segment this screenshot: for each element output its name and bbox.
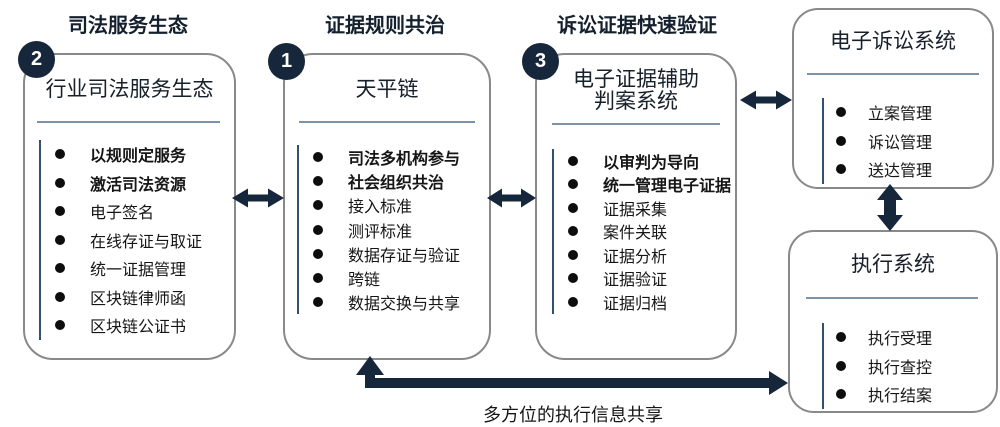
bullet-icon: [313, 273, 323, 284]
bullet-icon: [313, 297, 323, 308]
list-item: 证据验证: [554, 267, 731, 291]
divider-line: [806, 297, 978, 299]
bullet-icon: [568, 226, 578, 237]
badge-number-2: 2: [18, 41, 55, 78]
list-item: 区块链公证书: [41, 311, 202, 340]
bullet-icon: [568, 155, 578, 166]
list-item: 以规则定服务: [41, 140, 202, 169]
box-title: 电子诉讼系统: [830, 30, 956, 53]
bullet-list: 执行受理 执行查控 执行结案: [822, 323, 932, 409]
bullet-icon: [55, 177, 65, 188]
bullet-icon: [55, 320, 65, 331]
double-arrow-chain-assist: [487, 186, 536, 210]
list-item: 证据分析: [554, 243, 731, 267]
list-item: 执行结案: [824, 380, 932, 409]
list-item: 数据交换与共享: [299, 290, 460, 314]
badge-number-3: 3: [522, 43, 559, 80]
bullet-icon: [55, 234, 65, 245]
list-item: 案件关联: [554, 220, 731, 244]
bullet-icon: [568, 179, 578, 190]
list-item: 跨链: [299, 266, 460, 290]
bullet-icon: [836, 389, 846, 400]
bullet-icon: [836, 164, 846, 175]
divider-line: [552, 123, 720, 125]
bullet-icon: [313, 200, 323, 211]
bullet-icon: [313, 176, 323, 187]
bullet-icon: [836, 135, 846, 146]
list-item: 社会组织共治: [299, 169, 460, 193]
list-item: 以审判为导向: [554, 149, 731, 173]
divider-line: [299, 121, 475, 123]
box-title: 执行系统: [851, 253, 935, 276]
list-item: 统一证据管理: [41, 254, 202, 283]
bullet-list: 以规则定服务 激活司法资源 电子签名 在线存证与取证 统一证据管理 区块链律师函…: [39, 140, 202, 340]
bullet-icon: [836, 360, 846, 371]
bullet-icon: [568, 202, 578, 213]
bullet-icon: [313, 224, 323, 235]
box-execution-system: 执行系统 执行受理 执行查控 执行结案: [788, 230, 998, 413]
box-title: 天平链: [355, 78, 419, 101]
badge-number-1: 1: [268, 43, 305, 80]
bullet-list: 司法多机构参与 社会组织共治 接入标准 测评标准 数据存证与验证 跨链 数据交换…: [297, 145, 460, 315]
bullet-icon: [55, 291, 65, 302]
bullet-icon: [55, 149, 65, 160]
bullet-icon: [568, 249, 578, 260]
list-item: 区块链律师函: [41, 283, 202, 312]
double-arrow-assist-litigation: [740, 88, 792, 112]
bullet-icon: [55, 263, 65, 274]
section-header-litigation-evidence-fast-verification: 诉讼证据快速验证: [557, 15, 717, 37]
list-item: 接入标准: [299, 193, 460, 217]
box-electronic-litigation-system: 电子诉讼系统 立案管理 诉讼管理 送达管理: [792, 8, 994, 189]
list-item: 数据存证与验证: [299, 242, 460, 266]
box-title: 行业司法服务生态: [45, 78, 214, 101]
bullet-icon: [313, 248, 323, 259]
bottom-arrow-label: 多方位的执行信息共享: [483, 405, 663, 425]
list-item: 司法多机构参与: [299, 145, 460, 169]
list-item: 电子签名: [41, 197, 202, 226]
box-electronic-evidence-assist-system: 电子证据辅助 判案系统 以审判为导向 统一管理电子证据 证据采集 案件关联 证据…: [535, 53, 737, 360]
bullet-icon: [836, 332, 846, 343]
bullet-list: 立案管理 诉讼管理 送达管理: [822, 98, 932, 184]
divider-line: [37, 121, 220, 123]
list-item: 在线存证与取证: [41, 226, 202, 255]
bullet-icon: [836, 107, 846, 118]
bullet-icon: [55, 206, 65, 217]
list-item: 激活司法资源: [41, 169, 202, 198]
bullet-icon: [568, 273, 578, 284]
list-item: 诉讼管理: [824, 127, 932, 156]
list-item: 证据归档: [554, 290, 731, 314]
bullet-list: 以审判为导向 统一管理电子证据 证据采集 案件关联 证据分析 证据验证 证据归档: [552, 149, 731, 314]
double-arrow-litigation-execution: [876, 184, 904, 231]
box-title: 电子证据辅助 判案系统: [573, 68, 699, 113]
elbow-arrow-execution-info-share: [345, 350, 795, 405]
double-arrow-industry-chain: [232, 186, 284, 210]
list-item: 测评标准: [299, 218, 460, 242]
bullet-icon: [313, 152, 323, 163]
box-tianping-chain: 天平链 司法多机构参与 社会组织共治 接入标准 测评标准 数据存证与验证 跨链 …: [283, 53, 491, 360]
list-item: 证据采集: [554, 196, 731, 220]
section-header-judicial-service-ecosystem: 司法服务生态: [68, 15, 188, 37]
section-header-evidence-rule-cogovernance: 证据规则共治: [325, 15, 445, 37]
list-item: 统一管理电子证据: [554, 173, 731, 197]
list-item: 执行受理: [824, 323, 932, 352]
list-item: 执行查控: [824, 352, 932, 381]
list-item: 立案管理: [824, 98, 932, 127]
list-item: 送达管理: [824, 155, 932, 184]
box-industry-judicial-service-ecosystem: 行业司法服务生态 以规则定服务 激活司法资源 电子签名 在线存证与取证 统一证据…: [23, 53, 236, 360]
divider-line: [807, 73, 979, 75]
bullet-icon: [568, 296, 578, 307]
